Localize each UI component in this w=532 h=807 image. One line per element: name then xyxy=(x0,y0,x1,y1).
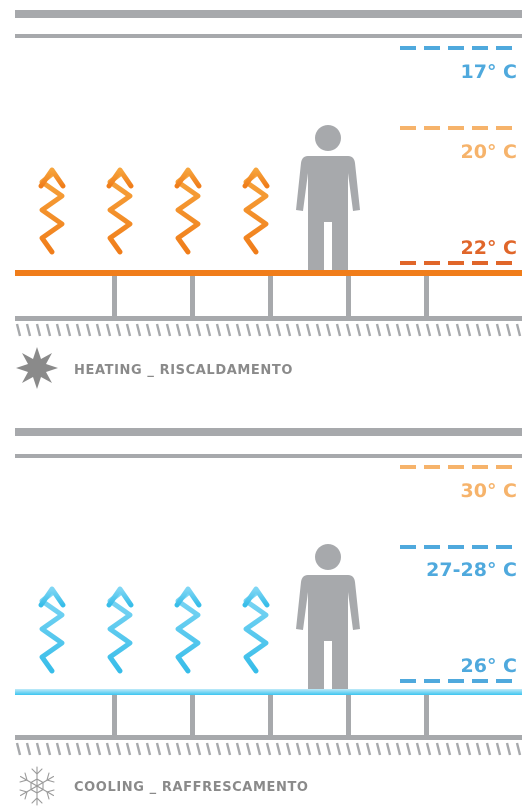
cooling-temp-middle: 27-28° C xyxy=(426,559,517,581)
cooling-caption: COOLING _ RAFFRESCAMENTO xyxy=(74,780,309,795)
cooling-ceiling-line xyxy=(15,454,522,458)
heating-floor xyxy=(15,270,522,276)
heating-ground-hatch xyxy=(15,323,522,337)
heating-temp-bottom: 22° C xyxy=(461,237,518,259)
heat-arrow-icon xyxy=(106,167,134,255)
heat-arrow-icon xyxy=(38,167,66,255)
cooling-panel: 30° C 27-28° C 26° C xyxy=(15,428,522,806)
heat-arrow-icon xyxy=(242,167,270,255)
cool-arrow-icon xyxy=(174,586,202,674)
cool-arrow-icon xyxy=(38,586,66,674)
cooling-arrows xyxy=(38,586,270,674)
snowflake-icon xyxy=(19,766,55,806)
heating-temp-top: 17° C xyxy=(461,61,518,83)
heating-ground-slab xyxy=(15,316,522,321)
cooling-floor-supports xyxy=(112,695,429,735)
heating-caption: HEATING _ RISCALDAMENTO xyxy=(74,363,293,378)
heating-heat-arrows xyxy=(38,167,270,255)
cooling-ceiling-slab xyxy=(15,428,522,436)
heating-floor-supports xyxy=(112,276,429,316)
heating-temp-middle: 20° C xyxy=(461,141,518,163)
cooling-ground-slab xyxy=(15,735,522,740)
sun-icon xyxy=(16,347,58,389)
cool-arrow-icon xyxy=(106,586,134,674)
heating-panel: 17° C 20° C 22° C xyxy=(15,10,522,389)
cooling-ground-hatch xyxy=(15,742,522,756)
person-icon xyxy=(296,125,360,270)
person-icon xyxy=(296,544,360,689)
heating-ceiling-slab xyxy=(15,10,522,18)
cooling-temp-top: 30° C xyxy=(461,480,518,502)
cool-arrow-icon xyxy=(242,586,270,674)
heating-ceiling-line xyxy=(15,34,522,38)
cooling-temp-bottom: 26° C xyxy=(461,655,518,677)
cooling-floor xyxy=(15,689,522,695)
heat-arrow-icon xyxy=(174,167,202,255)
